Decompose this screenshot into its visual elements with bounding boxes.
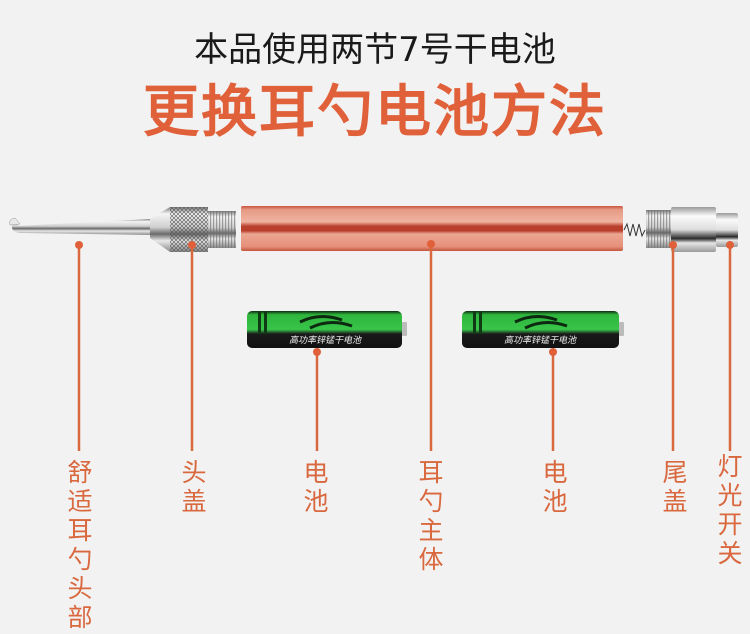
leader-dot-main-body: [427, 240, 435, 248]
leader-lines: [75, 240, 734, 451]
battery-1-print: 高功率锌锰干电池: [289, 335, 362, 346]
ear-spoon-head-part: [9, 217, 150, 235]
battery-1-part: [247, 311, 407, 348]
leader-dot-light-switch: [726, 241, 734, 249]
main-body-part: [241, 206, 623, 251]
page-title: 更换耳勺电池方法: [143, 80, 607, 145]
leader-dot-ear-spoon-head: [75, 241, 83, 249]
label-ear-spoon-head: 舒适耳勺头部: [67, 458, 93, 632]
leader-dot-tail-cap: [669, 241, 677, 249]
subtitle: 本品使用两节7号干电池: [194, 30, 556, 70]
leader-dot-battery-1: [313, 348, 321, 356]
tail-cap-part: [646, 207, 716, 252]
leader-dot-battery-2: [549, 348, 557, 356]
label-battery-1: 电池: [303, 458, 329, 516]
battery-2-print: 高功率锌锰干电池: [504, 335, 577, 346]
label-head-cap: 头盖: [181, 458, 207, 516]
light-switch-part: [716, 213, 738, 247]
label-main-body: 耳勺主体: [418, 458, 444, 574]
label-tail-cap: 尾盖: [662, 458, 688, 516]
leader-dot-head-cap: [188, 241, 196, 249]
label-light-switch: 灯光开关: [717, 452, 743, 568]
label-battery-2: 电池: [542, 458, 568, 516]
battery-2-part: [462, 311, 624, 348]
spring-icon: [623, 222, 646, 238]
